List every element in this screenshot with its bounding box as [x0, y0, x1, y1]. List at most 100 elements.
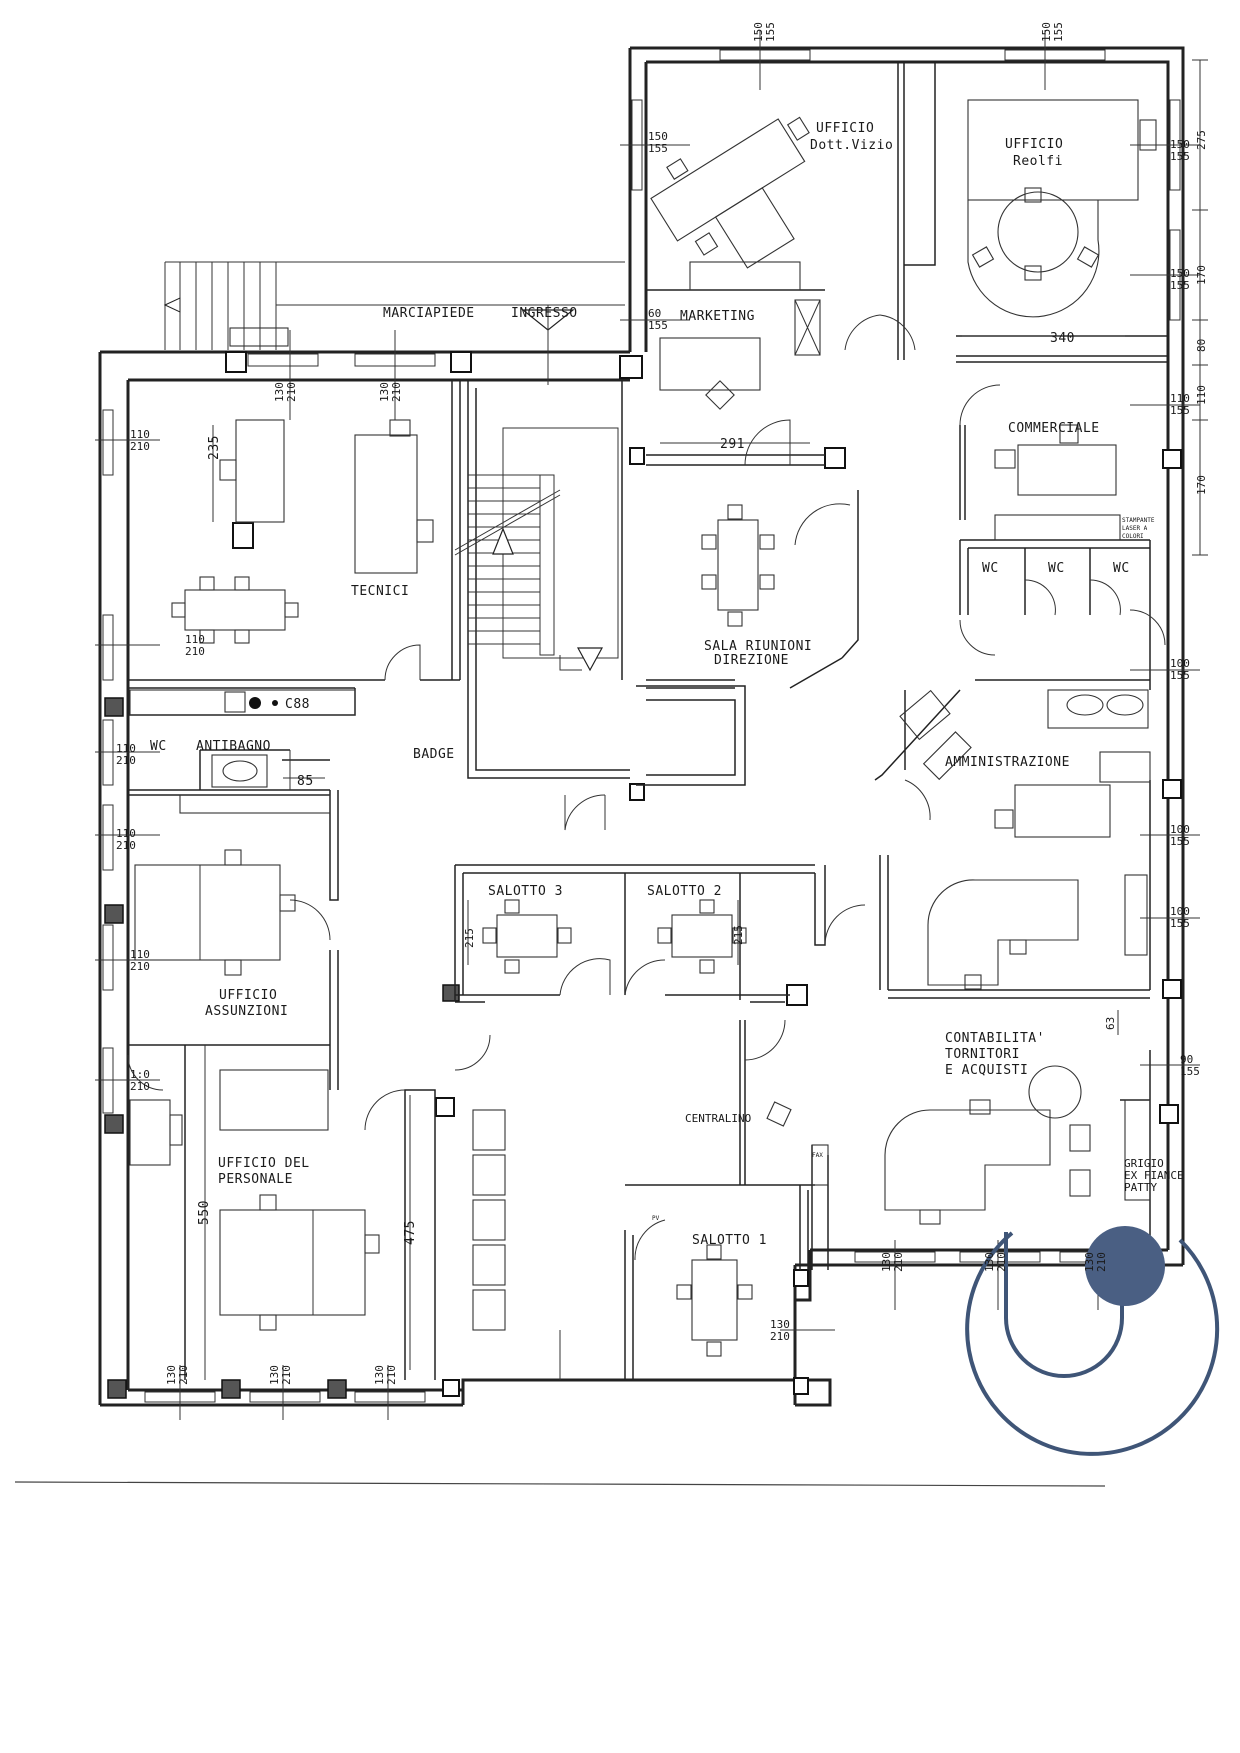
up-arrow-icon — [492, 527, 514, 555]
grigio-label-3: PATTY — [1124, 1181, 1157, 1194]
win-dim-155f: 155 — [648, 319, 668, 332]
win-dim-130d: 130 — [268, 1365, 281, 1385]
win-dim-210a: 210 — [130, 440, 150, 453]
ufficio-personale-label-2: PERSONALE — [218, 1172, 293, 1187]
win-dim-130a: 130 — [273, 382, 286, 402]
win-dim-150b: 150 — [1040, 22, 1053, 42]
dimension-labels: 275 170 80 110 170 340 291 235 85 550 47… — [116, 22, 1208, 1385]
stairs — [454, 427, 619, 672]
win-dim-100c: 100 — [1170, 905, 1190, 918]
contabilita-label-3: E ACQUISTI — [945, 1063, 1028, 1078]
win-dim-150a: 150 — [752, 22, 765, 42]
wc-antibagno-label-1: WC — [150, 739, 167, 754]
amministrazione-label: AMMINISTRAZIONE — [945, 755, 1070, 770]
win-dim-155j: 155 — [1170, 917, 1190, 930]
pv-label: PV — [652, 1215, 660, 1222]
marciapiede-label: MARCIAPIEDE — [383, 306, 475, 321]
dim-340: 340 — [1050, 331, 1075, 346]
win-dim-210k: 210 — [385, 1365, 398, 1385]
win-dim-210h: 210 — [390, 382, 403, 402]
win-dim-130c: 130 — [165, 1365, 178, 1385]
interior-walls — [128, 62, 1168, 1380]
wc-label-2: WC — [1048, 561, 1065, 576]
win-dim-100b: 100 — [1170, 823, 1190, 836]
win-dim-130i: 130 — [770, 1318, 790, 1331]
ingresso-label: INGRESSO — [511, 306, 578, 321]
ufficio-assunzioni-label-1: UFFICIO — [219, 988, 277, 1003]
wc-label-3: WC — [1113, 561, 1130, 576]
contabilita-label-1: CONTABILITA' — [945, 1031, 1045, 1046]
win-dim-130e: 130 — [373, 1365, 386, 1385]
win-dim-210n: 210 — [1095, 1252, 1108, 1272]
win-dim-90: 90 — [1180, 1053, 1193, 1066]
sala-riunioni-label-2: DIREZIONE — [714, 653, 789, 668]
win-dim-210e: 210 — [130, 960, 150, 973]
win-dim-110e: 110 — [116, 827, 136, 840]
win-dim-130h: 130 — [1083, 1252, 1096, 1272]
dim-215b: 215 — [732, 925, 745, 945]
win-dim-110a: 110 — [1170, 392, 1190, 405]
c88-label: C88 — [285, 697, 310, 712]
dim-170b: 170 — [1195, 475, 1208, 495]
dim-275: 275 — [1195, 130, 1208, 150]
win-dim-210d: 210 — [116, 839, 136, 852]
win-dim-210l: 210 — [892, 1252, 905, 1272]
pillars — [104, 351, 1182, 1399]
dim-235: 235 — [207, 435, 222, 460]
stampante-label-3: COLORI — [1122, 533, 1144, 540]
dim-291: 291 — [720, 437, 745, 452]
win-dim-130f: 130 — [880, 1252, 893, 1272]
fax-label: FAX — [812, 1152, 823, 1159]
win-dim-155d: 155 — [1170, 150, 1190, 163]
dim-110v: 110 — [1195, 385, 1208, 405]
centralino-label: CENTRALINO — [685, 1112, 751, 1125]
win-dim-210m: 210 — [995, 1252, 1008, 1272]
ufficio-reolfi-label-2: Reolfi — [1013, 154, 1063, 169]
grigio-label-2: EX FIANCE — [1124, 1169, 1184, 1182]
grigio-label-1: GRIGIO — [1124, 1157, 1164, 1170]
dim-80: 80 — [1195, 339, 1208, 352]
salotto2-label: SALOTTO 2 — [647, 884, 722, 899]
tecnici-label: TECNICI — [351, 584, 409, 599]
win-dim-155e: 155 — [1170, 279, 1190, 292]
win-dim-110f: 110 — [130, 948, 150, 961]
win-dim-210j: 210 — [280, 1365, 293, 1385]
ufficio-vizio-label-1: UFFICIO — [816, 121, 874, 136]
salotto3-label: SALOTTO 3 — [488, 884, 563, 899]
dim-63: 63 — [1104, 1017, 1117, 1030]
win-dim-150c: 150 — [648, 130, 668, 143]
sala-riunioni-label-1: SALA RIUNIONI — [704, 639, 812, 654]
stampante-label-2: LASER A — [1122, 525, 1148, 532]
win-dim-1-0: 1:0 — [130, 1068, 150, 1081]
ufficio-reolfi-label-1: UFFICIO — [1005, 137, 1063, 152]
windows — [95, 30, 1200, 1420]
u-logo-icon — [965, 1226, 1220, 1456]
win-dim-110b: 110 — [130, 428, 150, 441]
win-dim-210i: 210 — [177, 1365, 190, 1385]
dim-85: 85 — [297, 774, 314, 789]
win-dim-210b: 210 — [185, 645, 205, 658]
outer-walls — [98, 46, 1185, 1407]
commerciale-label: COMMERCIALE — [1008, 421, 1100, 436]
ufficio-vizio-label-2: Dott.Vizio — [810, 138, 893, 153]
win-dim-155a: 155 — [764, 22, 777, 42]
win-dim-210g: 210 — [285, 382, 298, 402]
win-dim-210o: 210 — [770, 1330, 790, 1343]
win-dim-155c: 155 — [648, 142, 668, 155]
win-dim-155b: 155 — [1052, 22, 1065, 42]
dim-170a: 170 — [1195, 265, 1208, 285]
win-dim-130b: 130 — [378, 382, 391, 402]
stampante-label-1: STAMPANTE — [1122, 517, 1155, 524]
down-arrow-icon — [576, 647, 604, 672]
wc-label-1: WC — [982, 561, 999, 576]
dimension-lines — [204, 59, 1208, 1380]
win-dim-100a: 100 — [1170, 657, 1190, 670]
win-dim-155k: 155 — [1180, 1065, 1200, 1078]
win-dim-60: 60 — [648, 307, 661, 320]
dim-475: 475 — [403, 1220, 418, 1245]
win-dim-150d: 150 — [1170, 138, 1190, 151]
win-dim-155h: 155 — [1170, 669, 1190, 682]
badge-label: BADGE — [413, 747, 455, 762]
win-dim-155i: 155 — [1170, 835, 1190, 848]
